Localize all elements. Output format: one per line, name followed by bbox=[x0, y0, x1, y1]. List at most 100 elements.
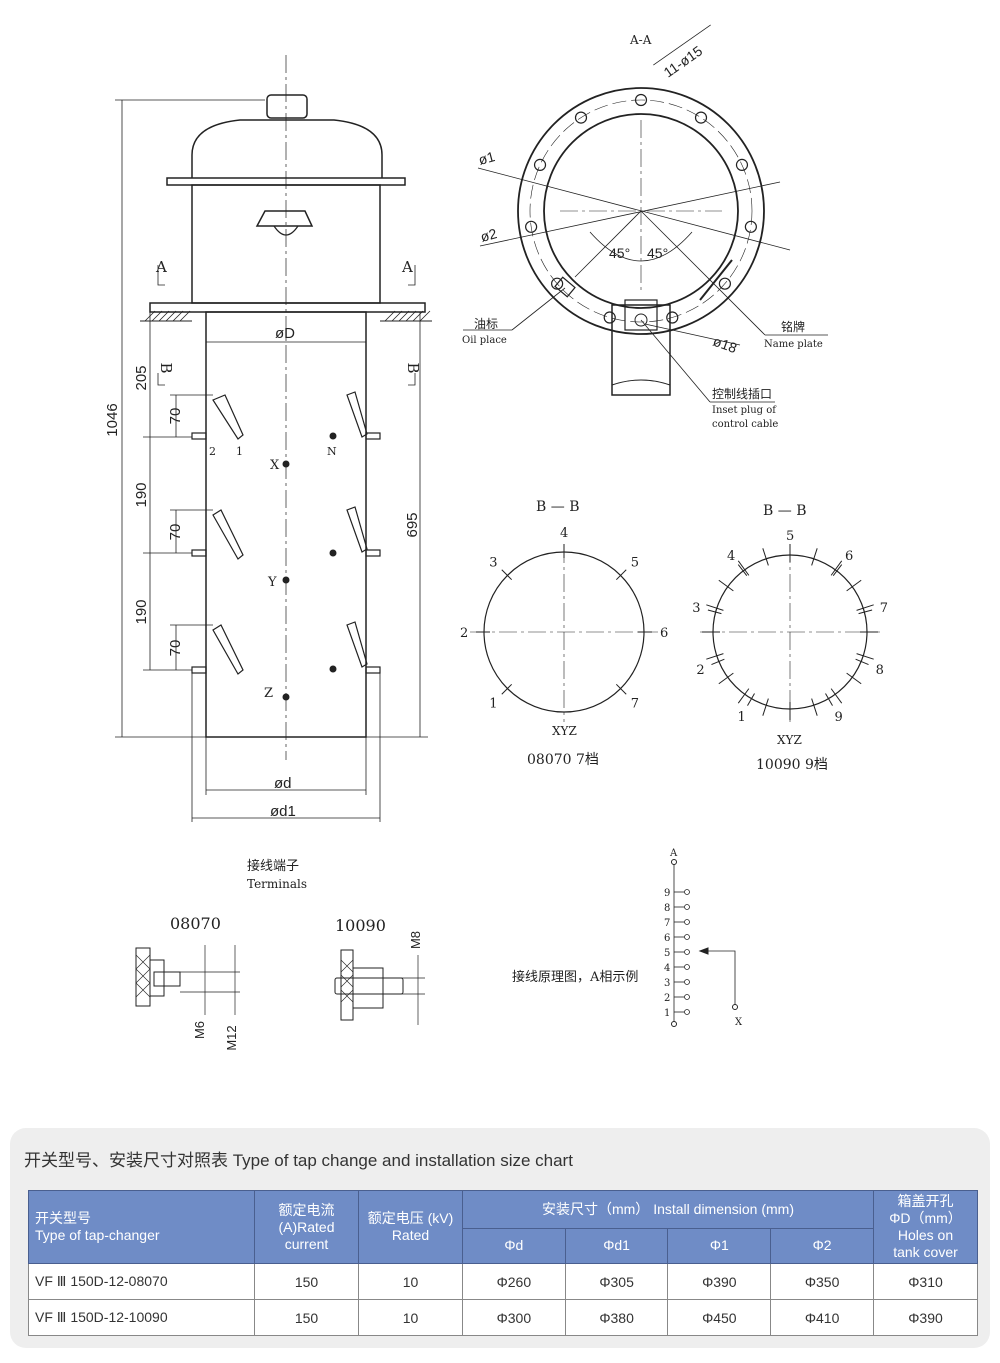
dim-70-a: 70 bbox=[167, 408, 184, 425]
header-current-2: (A)Rated bbox=[278, 1218, 335, 1235]
bb9-minor-tick bbox=[737, 560, 750, 576]
cell-voltage: 10 bbox=[358, 1263, 463, 1300]
bb9-tick bbox=[832, 564, 843, 576]
bb9-tick bbox=[825, 693, 833, 706]
tap-terminal bbox=[684, 889, 690, 895]
header-phi1: Φ1 bbox=[667, 1227, 772, 1264]
angle-left-label: 45° bbox=[609, 245, 630, 261]
terminal-model-08070: 08070 bbox=[170, 914, 221, 933]
tap-label: 2 bbox=[664, 993, 670, 1004]
bb9-tick bbox=[711, 658, 725, 665]
bb9-minor-tick bbox=[830, 560, 843, 576]
header-phi2: Φ2 bbox=[770, 1227, 874, 1264]
dim-phi-d1: ød1 bbox=[270, 803, 296, 820]
bb7-position-label: 2 bbox=[460, 626, 468, 641]
phi1-label: ø1 bbox=[477, 148, 497, 168]
header-cover-1: 箱盖开孔 bbox=[897, 1193, 954, 1209]
bb9-minor-tick bbox=[856, 653, 874, 660]
dim-695: 695 bbox=[404, 512, 421, 537]
bb9-minor-tick bbox=[706, 604, 724, 611]
wiring-a-label: A bbox=[669, 848, 678, 859]
tap-label: 7 bbox=[664, 918, 670, 929]
phase-z-label: Z bbox=[264, 686, 273, 701]
bb9-position-label: 6 bbox=[845, 549, 853, 564]
section-bb-9-title: B — B bbox=[763, 503, 806, 519]
bb7-position-label: 4 bbox=[560, 526, 568, 541]
mount-flange bbox=[149, 302, 426, 313]
bolt-hole bbox=[634, 93, 648, 107]
dim-190-upper: 190 bbox=[133, 482, 150, 507]
bb9-position-label: 5 bbox=[786, 529, 794, 544]
tap-label: 8 bbox=[664, 903, 670, 914]
dim-70-b: 70 bbox=[167, 524, 184, 541]
cell-voltage: 10 bbox=[358, 1299, 463, 1336]
lead-2-label: 2 bbox=[209, 445, 216, 458]
header-cover-2: ΦD（mm） bbox=[889, 1210, 962, 1226]
bb7-position-label: 7 bbox=[631, 697, 639, 712]
bolt-hole bbox=[735, 158, 749, 171]
size-chart-title: 开关型号、安装尺寸对照表 Type of tap change and inst… bbox=[24, 1151, 573, 1170]
section-bb-9-caption: 10090 9档 bbox=[756, 757, 828, 773]
bolt-hole bbox=[694, 111, 708, 124]
bolt-hole bbox=[525, 220, 538, 233]
terminal-model-10090: 10090 bbox=[335, 916, 386, 935]
cell-phi2: Φ410 bbox=[770, 1299, 874, 1336]
bb9-minor-tick bbox=[762, 548, 769, 566]
bolt-hole bbox=[551, 277, 564, 290]
oil-place-cn: 油标 bbox=[474, 317, 498, 331]
dim-phi-d: ød bbox=[274, 775, 292, 792]
bb9-tick bbox=[737, 564, 748, 576]
header-voltage-2: Rated bbox=[391, 1227, 430, 1243]
section-a-left-label: A bbox=[155, 258, 167, 276]
nameplate-en: Name plate bbox=[764, 339, 823, 350]
bb9-minor-tick bbox=[846, 672, 862, 685]
bb9-minor-tick bbox=[846, 579, 862, 592]
bb7-tick bbox=[501, 569, 513, 581]
bb9-minor-tick bbox=[706, 653, 724, 660]
control-plug-en-1: Inset plug of bbox=[712, 405, 777, 416]
section-bb-7-caption: 08070 7档 bbox=[527, 752, 599, 768]
section-aa-title: A-A bbox=[629, 33, 652, 47]
cell-phiD: Φ310 bbox=[873, 1263, 978, 1300]
header-voltage: 额定电压 (kV)Rated bbox=[358, 1190, 463, 1264]
cell-phi1: Φ450 bbox=[667, 1299, 772, 1336]
tap-terminal bbox=[684, 1009, 690, 1015]
cell-phi2: Φ350 bbox=[770, 1263, 874, 1300]
oil-place-en: Oil place bbox=[462, 335, 507, 346]
bb9-minor-tick bbox=[718, 579, 734, 592]
bolt-holes-label: 11-ø15 bbox=[661, 42, 706, 80]
control-plug-en-2: control cable bbox=[712, 419, 778, 430]
section-b-left-label: B bbox=[157, 362, 175, 373]
wiring-caption: 接线原理图，A相示例 bbox=[512, 969, 638, 985]
dim-total-height: 1046 bbox=[104, 403, 121, 436]
dim-70-c: 70 bbox=[167, 640, 184, 657]
section-a-right-label: A bbox=[401, 258, 413, 276]
header-phid: Φd bbox=[462, 1227, 566, 1264]
cell-phid1: Φ305 bbox=[564, 1263, 669, 1300]
cell-phid: Φ300 bbox=[462, 1299, 566, 1336]
header-cover-4: tank cover bbox=[893, 1244, 958, 1260]
cell-phid1: Φ380 bbox=[564, 1299, 669, 1336]
cell-phid: Φ260 bbox=[462, 1263, 566, 1300]
bb9-position-label: 3 bbox=[692, 601, 700, 616]
cell-phi1: Φ390 bbox=[667, 1263, 772, 1300]
lead-n-label: N bbox=[327, 445, 337, 458]
cell-type: VF Ⅲ 150D-12-08070 bbox=[28, 1263, 255, 1300]
tap-terminal bbox=[684, 904, 690, 910]
phase-y-label: Y bbox=[267, 575, 277, 590]
technical-drawing: A A B B 1046 205 190 190 70 70 70 695 øD… bbox=[104, 24, 888, 1051]
bb9-tick bbox=[858, 609, 873, 615]
tap-terminal bbox=[684, 979, 690, 985]
table-row: VF Ⅲ 150D-12-08070 150 10 Φ260 Φ305 Φ390… bbox=[28, 1263, 978, 1300]
section-aa: A-A 11-ø15 ø1 ø2 45° 45° ø18 油标 Oil plac… bbox=[462, 24, 828, 430]
phase-x-label: X bbox=[270, 458, 280, 473]
size-chart-panel: 开关型号、安装尺寸对照表 Type of tap change and inst… bbox=[10, 1128, 990, 1348]
bb7-tick bbox=[615, 683, 627, 695]
header-current-1: 额定电流 bbox=[278, 1201, 335, 1218]
control-plug-cn: 控制线插口 bbox=[712, 387, 772, 401]
